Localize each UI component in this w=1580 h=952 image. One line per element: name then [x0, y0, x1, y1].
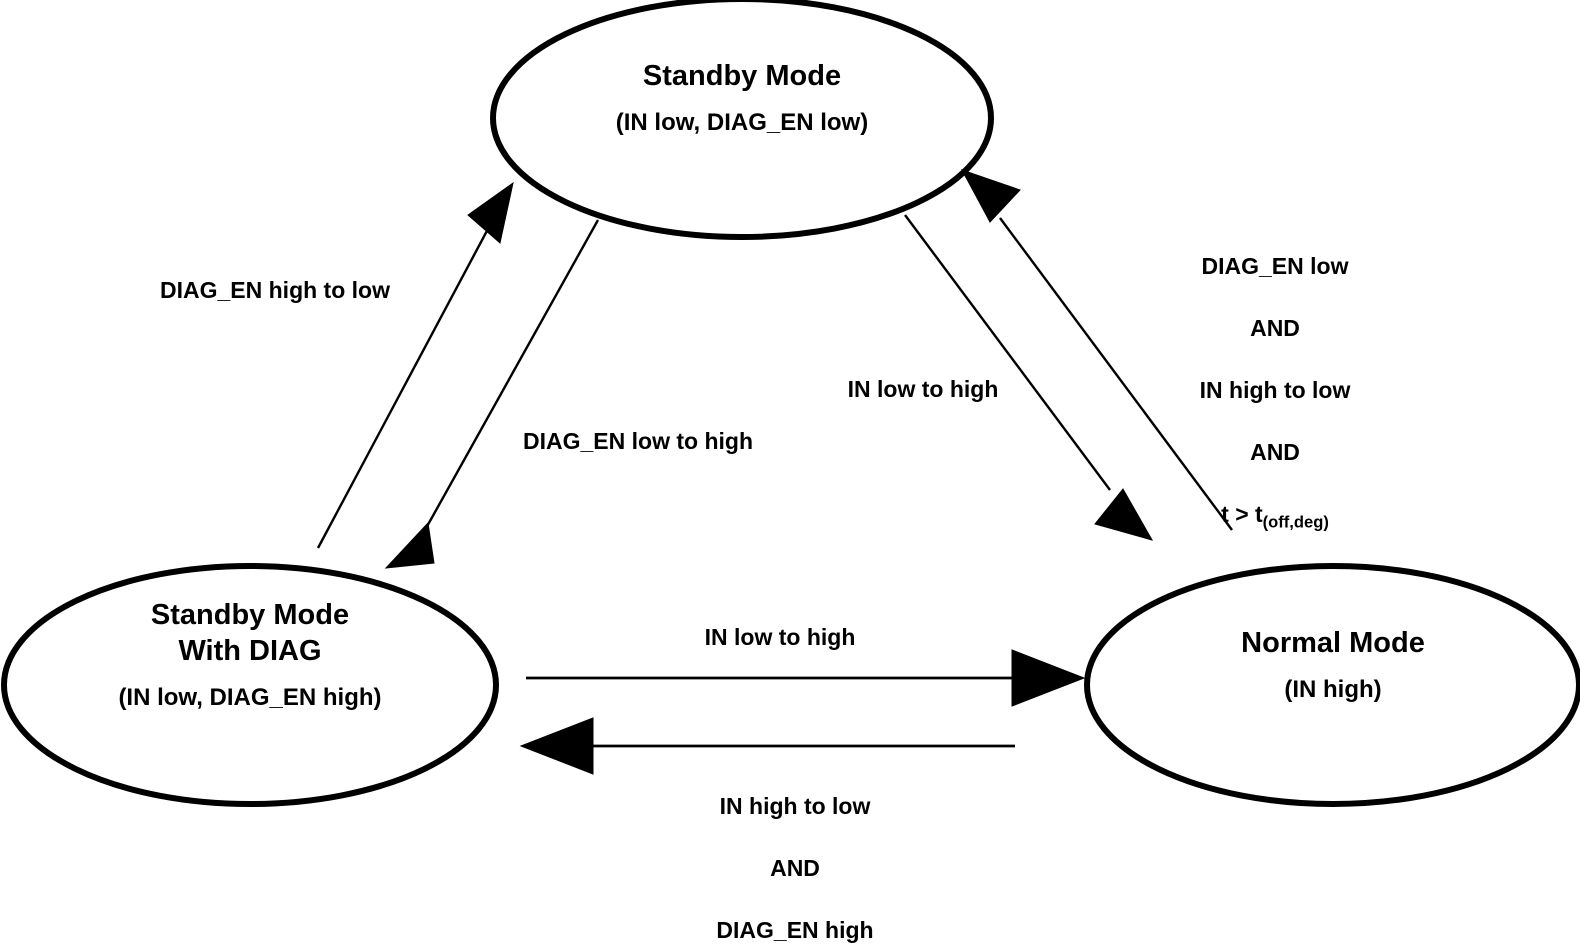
edge-label-diag-to-normal: IN low to high	[704, 624, 856, 650]
node-standby-ellipse[interactable]	[490, 0, 994, 240]
edge-diag-to-standby[interactable]	[316, 181, 514, 549]
edge-label-timing: t > t(off,deg)	[1140, 499, 1410, 538]
edge-label-standby-to-normal: IN low to high	[847, 376, 999, 402]
edge-label-line: IN high to low	[719, 793, 871, 819]
edge-label-line: AND	[770, 855, 820, 881]
edge-label-normal-to-diag: IN high to low AND DIAG_EN high AND t > …	[650, 760, 940, 952]
edge-label-line: DIAG_EN high	[716, 917, 874, 943]
edge-label-line: AND	[1250, 439, 1300, 465]
edge-label-timing-main: t > t	[1221, 501, 1263, 527]
edge-normal-to-standby[interactable]	[960, 169, 1233, 531]
edge-label-timing-subscript: (off,deg)	[1262, 512, 1329, 532]
edge-label-normal-to-standby: DIAG_EN low AND IN high to low AND t > t…	[1140, 220, 1410, 569]
node-normal-mode-ellipse[interactable]	[1084, 563, 1580, 807]
edge-label-standby-to-diag: DIAG_EN low to high	[523, 428, 753, 454]
edge-diag-to-normal[interactable]	[526, 649, 1086, 707]
edge-normal-to-diag[interactable]	[519, 717, 1015, 775]
edge-label-diag-to-standby: DIAG_EN high to low	[160, 277, 390, 303]
edge-label-line: DIAG_EN low	[1201, 253, 1349, 279]
edge-label-line: AND	[1250, 315, 1300, 341]
edge-standby-to-diag[interactable]	[384, 219, 600, 569]
edge-label-line: IN high to low	[1199, 377, 1351, 403]
edge-standby-to-normal[interactable]	[904, 214, 1154, 541]
node-standby-with-diag-ellipse[interactable]	[1, 563, 499, 807]
